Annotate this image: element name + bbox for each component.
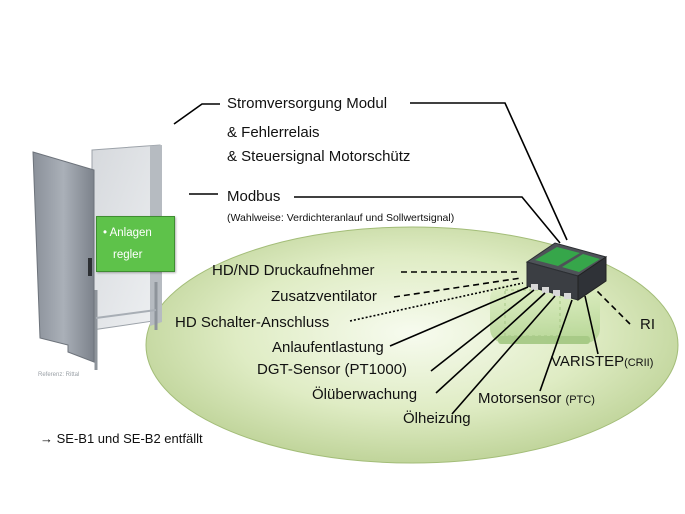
label-varistep: VARISTEP(CRII) <box>551 353 653 370</box>
line-ri <box>595 289 631 325</box>
line-zusatz <box>393 277 522 298</box>
module-green-panel-2 <box>562 254 600 272</box>
line-varistep <box>584 295 599 355</box>
line-modbus-right <box>294 196 561 244</box>
line-strom-left <box>173 103 220 125</box>
label-oelheizung: Ölheizung <box>403 410 471 427</box>
line-hd-schalter <box>349 282 524 322</box>
line-dgt <box>430 289 535 372</box>
compressor-foot <box>498 336 590 344</box>
module-side <box>577 256 607 301</box>
label-anlaufentlastung: Anlaufentlastung <box>272 339 384 356</box>
label-ri: RI <box>640 316 655 333</box>
label-motorsensor: Motorsensor (PTC) <box>478 390 595 407</box>
label-motorsensor-main: Motorsensor <box>478 390 562 407</box>
label-hd-nd: HD/ND Druckaufnehmer <box>212 262 375 279</box>
label-oelueberwachung: Ölüberwachung <box>312 386 418 403</box>
callout-lines <box>173 102 631 415</box>
label-dgt-sensor: DGT-Sensor (PT1000) <box>257 361 408 378</box>
cabinet-frame-bar <box>95 309 157 319</box>
compressor <box>490 285 600 344</box>
anlagen-regler-line2: regler <box>113 249 143 261</box>
reference-note: Referenz: Rittal <box>38 372 80 378</box>
anlagen-regler-line1: • Anlagen <box>103 227 152 239</box>
module-connector-2 <box>542 287 549 293</box>
line-strom-right <box>410 102 568 241</box>
line-motorsensor <box>539 299 573 392</box>
label-fehlerrelais: & Fehlerrelais <box>227 124 320 141</box>
label-stromversorgung: Stromversorgung Modul <box>227 95 388 112</box>
label-varistep-main: VARISTEP <box>551 353 625 370</box>
label-hd-schalter: HD Schalter-Anschluss <box>175 314 330 331</box>
line-oel-ueberwachung <box>435 292 546 394</box>
label-varistep-suffix: (CRII) <box>624 357 654 369</box>
module-connector-4 <box>564 293 571 299</box>
compressor-body <box>490 285 600 343</box>
footer-note: → SE-B1 und SE-B2 entfällt <box>40 431 203 446</box>
anlagen-regler-box: • Anlagen regler <box>96 216 175 272</box>
line-anlauf <box>389 286 529 347</box>
label-zusatzventilator: Zusatzventilator <box>271 288 377 305</box>
label-motorsensor-suffix: (PTC) <box>565 394 595 406</box>
module-connector-3 <box>553 290 560 296</box>
module-device <box>525 242 608 301</box>
module-connector-1 <box>531 284 538 290</box>
line-oelheizung <box>451 295 556 415</box>
cabinet-door <box>32 151 95 363</box>
label-modbus-note: (Wahlweise: Verdichteranlauf und Sollwer… <box>227 212 455 224</box>
label-steuersignal: & Steuersignal Motorschütz <box>227 148 411 165</box>
cabinet-handle <box>88 258 92 276</box>
label-modbus: Modbus <box>227 188 281 205</box>
module-green-panel <box>535 247 580 266</box>
